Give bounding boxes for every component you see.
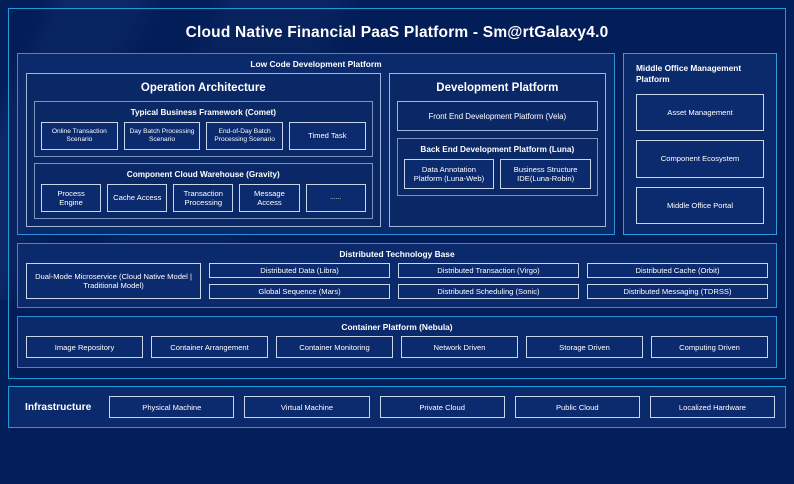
group-typical-business-framework: Typical Business Framework (Comet) Onlin… <box>34 101 373 157</box>
chip-container-arrangement[interactable]: Container Arrangement <box>151 336 268 359</box>
group-back-end-development-platform: Back End Development Platform (Luna) Dat… <box>396 138 598 196</box>
dtb-column-dual-mode: Dual-Mode Microservice (Cloud Native Mod… <box>26 263 201 300</box>
dtb-column-1: Distributed Data (Libra) Global Sequence… <box>209 263 390 300</box>
chip-physical-machine[interactable]: Physical Machine <box>109 396 235 419</box>
chip-distributed-scheduling-sonic[interactable]: Distributed Scheduling (Sonic) <box>398 284 579 300</box>
section-container-platform: Container Platform (Nebula) Image Reposi… <box>17 316 777 369</box>
chip-asset-management[interactable]: Asset Management <box>636 93 764 132</box>
chip-global-sequence-mars[interactable]: Global Sequence (Mars) <box>209 284 390 300</box>
page-title: Cloud Native Financial PaaS Platform - S… <box>185 24 609 41</box>
chip-front-end-development-platform[interactable]: Front End Development Platform (Vela) <box>396 101 598 131</box>
chip-component-ecosystem[interactable]: Component Ecosystem <box>636 140 764 178</box>
chip-storage-driven[interactable]: Storage Driven <box>526 336 643 359</box>
section-middle-office-management-platform: Middle Office Management Platform Asset … <box>623 53 777 235</box>
low-code-title: Low Code Development Platform <box>250 59 382 69</box>
chip-message-access[interactable]: Message Access <box>239 184 300 212</box>
container-platform-items: Image Repository Container Arrangement C… <box>18 336 776 359</box>
business-framework-title: Typical Business Framework (Comet) <box>130 108 277 117</box>
chip-online-transaction-scenario[interactable]: Online Transaction Scenario <box>41 122 118 150</box>
component-cloud-warehouse-items: Process Engine Cache Access Transaction … <box>41 184 366 212</box>
dtb-column-2: Distributed Transaction (Virgo) Distribu… <box>398 263 579 300</box>
back-end-development-platform-title: Back End Development Platform (Luna) <box>420 145 575 154</box>
middle-office-title: Middle Office Management Platform <box>636 63 742 84</box>
chip-process-engine[interactable]: Process Engine <box>41 184 102 212</box>
chip-private-cloud[interactable]: Private Cloud <box>379 396 505 419</box>
platform-panel: Cloud Native Financial PaaS Platform - S… <box>8 8 786 380</box>
section-low-code-development-platform: Low Code Development Platform Operation … <box>17 53 615 235</box>
infrastructure-label: Infrastructure <box>25 401 92 413</box>
chip-data-annotation-platform[interactable]: Data Annotation Platform (Luna-Web) <box>403 159 495 189</box>
chip-more-ellipsis[interactable]: ...... <box>305 184 366 212</box>
chip-distributed-cache-orbit[interactable]: Distributed Cache (Orbit) <box>587 263 768 279</box>
distributed-technology-base-body: Dual-Mode Microservice (Cloud Native Mod… <box>18 263 776 300</box>
chip-dual-mode-microservice[interactable]: Dual-Mode Microservice (Cloud Native Mod… <box>26 263 201 300</box>
top-row: Low Code Development Platform Operation … <box>17 53 777 235</box>
chip-transaction-processing[interactable]: Transaction Processing <box>173 184 234 212</box>
business-framework-items: Online Transaction Scenario Day Batch Pr… <box>41 122 366 150</box>
operation-architecture-title: Operation Architecture <box>140 82 266 94</box>
chip-cache-access[interactable]: Cache Access <box>107 184 168 212</box>
subpanel-development-platform: Development Platform Front End Developme… <box>388 73 606 227</box>
low-code-body: Operation Architecture Typical Business … <box>18 73 614 227</box>
chip-business-structure-ide[interactable]: Business Structure IDE(Luna-Robin) <box>500 159 591 189</box>
chip-computing-driven[interactable]: Computing Driven <box>651 336 768 359</box>
chip-middle-office-portal[interactable]: Middle Office Portal <box>636 186 764 224</box>
chip-end-of-day-batch-processing-scenario[interactable]: End-of-Day Batch Processing Scenario <box>206 122 283 150</box>
section-infrastructure: Infrastructure Physical Machine Virtual … <box>8 386 786 429</box>
chip-public-cloud[interactable]: Public Cloud <box>514 396 640 419</box>
subpanel-operation-architecture: Operation Architecture Typical Business … <box>26 73 381 227</box>
distributed-technology-base-title: Distributed Technology Base <box>339 249 455 259</box>
chip-distributed-data-libra[interactable]: Distributed Data (Libra) <box>209 263 390 279</box>
chip-image-repository[interactable]: Image Repository <box>26 336 143 359</box>
chip-distributed-transaction-virgo[interactable]: Distributed Transaction (Virgo) <box>398 263 579 279</box>
chip-distributed-messaging-tdrss[interactable]: Distributed Messaging (TDRSS) <box>587 284 768 300</box>
section-distributed-technology-base: Distributed Technology Base Dual-Mode Mi… <box>17 243 777 309</box>
chip-virtual-machine[interactable]: Virtual Machine <box>244 396 370 419</box>
development-platform-title: Development Platform <box>436 82 559 94</box>
chip-day-batch-processing-scenario[interactable]: Day Batch Processing Scenario <box>123 122 201 150</box>
chip-network-driven[interactable]: Network Driven <box>401 336 518 359</box>
component-cloud-warehouse-title: Component Cloud Warehouse (Gravity) <box>126 170 280 179</box>
back-end-items: Data Annotation Platform (Luna-Web) Busi… <box>403 159 591 189</box>
dtb-column-3: Distributed Cache (Orbit) Distributed Me… <box>587 263 768 300</box>
chip-localized-hardware[interactable]: Localized Hardware <box>649 396 776 419</box>
container-platform-title: Container Platform (Nebula) <box>341 322 453 333</box>
chip-timed-task[interactable]: Timed Task <box>288 122 366 150</box>
group-component-cloud-warehouse: Component Cloud Warehouse (Gravity) Proc… <box>34 163 373 219</box>
chip-container-monitoring[interactable]: Container Monitoring <box>276 336 393 359</box>
